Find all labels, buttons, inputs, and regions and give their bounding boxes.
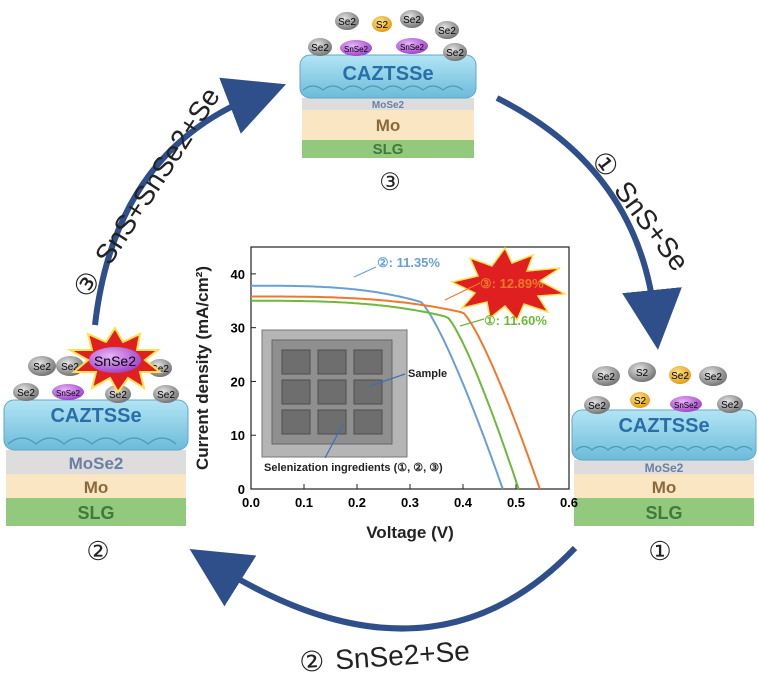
layer-slg: SLG [77, 503, 114, 523]
gas-se2: Se2 [704, 372, 722, 383]
device-stack-3: SLG Mo MoSe2 CAZTSSe Se2 SnSe2 SnSe2 Se2… [299, 10, 477, 158]
y-tick-label: 40 [231, 267, 245, 282]
layer-cazts: CAZTSSe [618, 415, 709, 437]
x-tick-label: 0.3 [401, 495, 419, 510]
gas-se2: Se2 [157, 390, 175, 401]
gas-s2: S2 [634, 396, 647, 407]
gas-se2: Se2 [403, 15, 421, 26]
jv-curve-2 [251, 299, 520, 490]
y-tick-label: 0 [238, 482, 245, 497]
arrow-label-sns-snse2-se: SnS+SnSe2+Se [89, 82, 226, 270]
gas-se2: Se2 [109, 390, 127, 401]
gas-se2: Se2 [33, 362, 51, 373]
layer-mo: Mo [652, 478, 677, 497]
jv-curve-1 [251, 295, 541, 490]
gas-se2: Se2 [338, 17, 356, 28]
inset-ingredients-label: Selenization ingredients (①, ②, ③) [264, 462, 443, 474]
arrow-label-num-1: ① [585, 145, 625, 184]
gas-se2: Se2 [17, 388, 35, 399]
step-number-1: ① [648, 536, 671, 566]
gas-s2: S2 [376, 20, 389, 31]
y-tick-label: 10 [231, 428, 245, 443]
layer-slg: SLG [373, 141, 404, 158]
x-tick-label: 0.4 [454, 495, 473, 510]
burst-label-snse2: SnSe2 [94, 353, 136, 369]
particle-snse2: SnSe2 [344, 45, 369, 54]
gas-se2: Se2 [721, 400, 739, 411]
x-tick-label: 0.1 [295, 495, 313, 510]
gas-se2: Se2 [311, 43, 329, 54]
series-label-1: ①: 11.60% [484, 313, 547, 328]
particle-snse2: SnSe2 [674, 401, 699, 410]
arrow-top-right [495, 95, 682, 350]
x-tick-label: 0.5 [507, 495, 525, 510]
arrow-bottom [189, 545, 578, 632]
burst-icon [449, 246, 568, 322]
gas-se2: Se2 [588, 401, 606, 412]
y-tick-label: 20 [231, 374, 245, 389]
step-number-3: ③ [379, 169, 401, 196]
gas-se2: Se2 [597, 372, 615, 383]
gas-s2: Se2 [671, 371, 689, 382]
layer-mo: Mo [376, 116, 401, 135]
jv-chart: 0.0 0.1 0.2 0.3 0.4 0.5 0.6 0 10 20 30 40 Sample Se… [193, 246, 578, 542]
y-axis-label: Current density (mA/cm²) [193, 266, 212, 470]
layer-mo: Mo [84, 478, 109, 497]
layer-mose2: MoSe2 [372, 100, 405, 111]
arrow-label-sns-se: SnS+Se [608, 175, 695, 276]
y-tick-label: 30 [231, 321, 245, 336]
arrow-label-num-2: ② [298, 645, 325, 678]
layer-mose2: MoSe2 [645, 461, 684, 475]
series-label-3: ③: 12.89% [480, 276, 544, 291]
particle-snse2: SnSe2 [56, 389, 81, 398]
step-number-2: ② [86, 536, 109, 566]
layer-cazts: CAZTSSe [342, 63, 433, 85]
x-axis-label: Voltage (V) [366, 523, 454, 542]
gas-se2: Se2 [438, 26, 456, 37]
gas-se2: Se2 [446, 48, 464, 59]
arrow-label-snse2-se: SnSe2+Se [334, 635, 471, 675]
x-tick-label: 0.6 [560, 495, 578, 510]
jv-curve-0 [251, 284, 504, 490]
series-label-2: ②: 11.35% [377, 255, 440, 270]
device-stack-1: SLG Mo MoSe2 CAZTSSe Se2 S2 Se2 Se2 Se2 … [571, 362, 757, 526]
particle-snse2: SnSe2 [400, 43, 425, 52]
gas-se2: Se2 [151, 364, 169, 375]
arrow-top-left [92, 77, 286, 326]
x-tick-label: 0.2 [348, 495, 366, 510]
device-stack-2: SLG Mo MoSe2 CAZTSSe Se2 Se2 Se2 SnSe2 S… [3, 326, 189, 526]
gas-se2: Se2 [61, 362, 79, 373]
layer-mose2: MoSe2 [69, 454, 124, 473]
layer-slg: SLG [645, 503, 682, 523]
inset-sample-photo [261, 329, 408, 458]
x-tick-label: 0.0 [242, 495, 260, 510]
layer-cazts: CAZTSSe [50, 405, 141, 427]
inset-sample-label: Sample [408, 368, 447, 380]
gas-se2: S2 [636, 368, 649, 379]
